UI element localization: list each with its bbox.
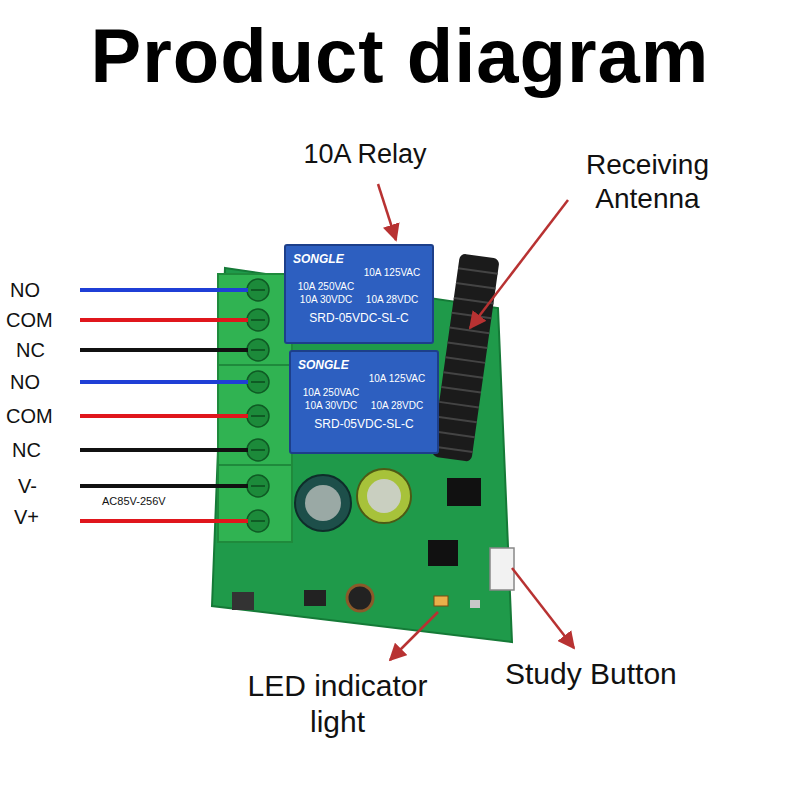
relay-body: SONGLE 10A 250VAC10A 125VAC10A 30VDC10A 2… [289,350,439,454]
relay-marking: SONGLE [298,358,430,373]
callout-label: LED indicator light [220,668,455,740]
pin-label: NC [16,338,45,362]
pin-label: NO [10,278,40,302]
callout-label: 10A Relay [275,138,455,170]
antenna-coil [432,253,500,462]
terminal-block [218,274,292,542]
pin-label: COM [6,404,53,428]
components [232,478,481,611]
wires [80,290,248,521]
pin-label: V+ [14,505,39,529]
relay-marking: 10A 30VDC [293,294,359,307]
relay-marking: 10A 250VAC [293,281,359,294]
callout-label: Study Button [505,656,677,692]
relay-marking: 10A 30VDC [298,400,364,413]
pin-label: COM [6,308,53,332]
relay-marking: SRD-05VDC-SL-C [293,311,425,326]
relay-marking: 10A 125VAC [359,267,425,294]
relay-body: SONGLE 10A 250VAC10A 125VAC10A 30VDC10A 2… [284,244,434,344]
pin-label: NC [12,438,41,462]
page-title: Product diagram [0,12,800,99]
relay-marking: SRD-05VDC-SL-C [298,417,430,432]
pin-label: NO [10,370,40,394]
relay-marking: 10A 28VDC [364,400,430,413]
relay-marking: 10A 125VAC [364,373,430,400]
relay-marking: 10A 250VAC [298,387,364,400]
study-button [490,548,514,590]
callout-label: Receiving Antenna [555,148,740,215]
capacitors [295,469,411,531]
pin-label: AC85V-256V [102,495,166,508]
relay-marking: SONGLE [293,252,425,267]
pin-label: V- [18,474,37,498]
relay-marking: 10A 28VDC [359,294,425,307]
